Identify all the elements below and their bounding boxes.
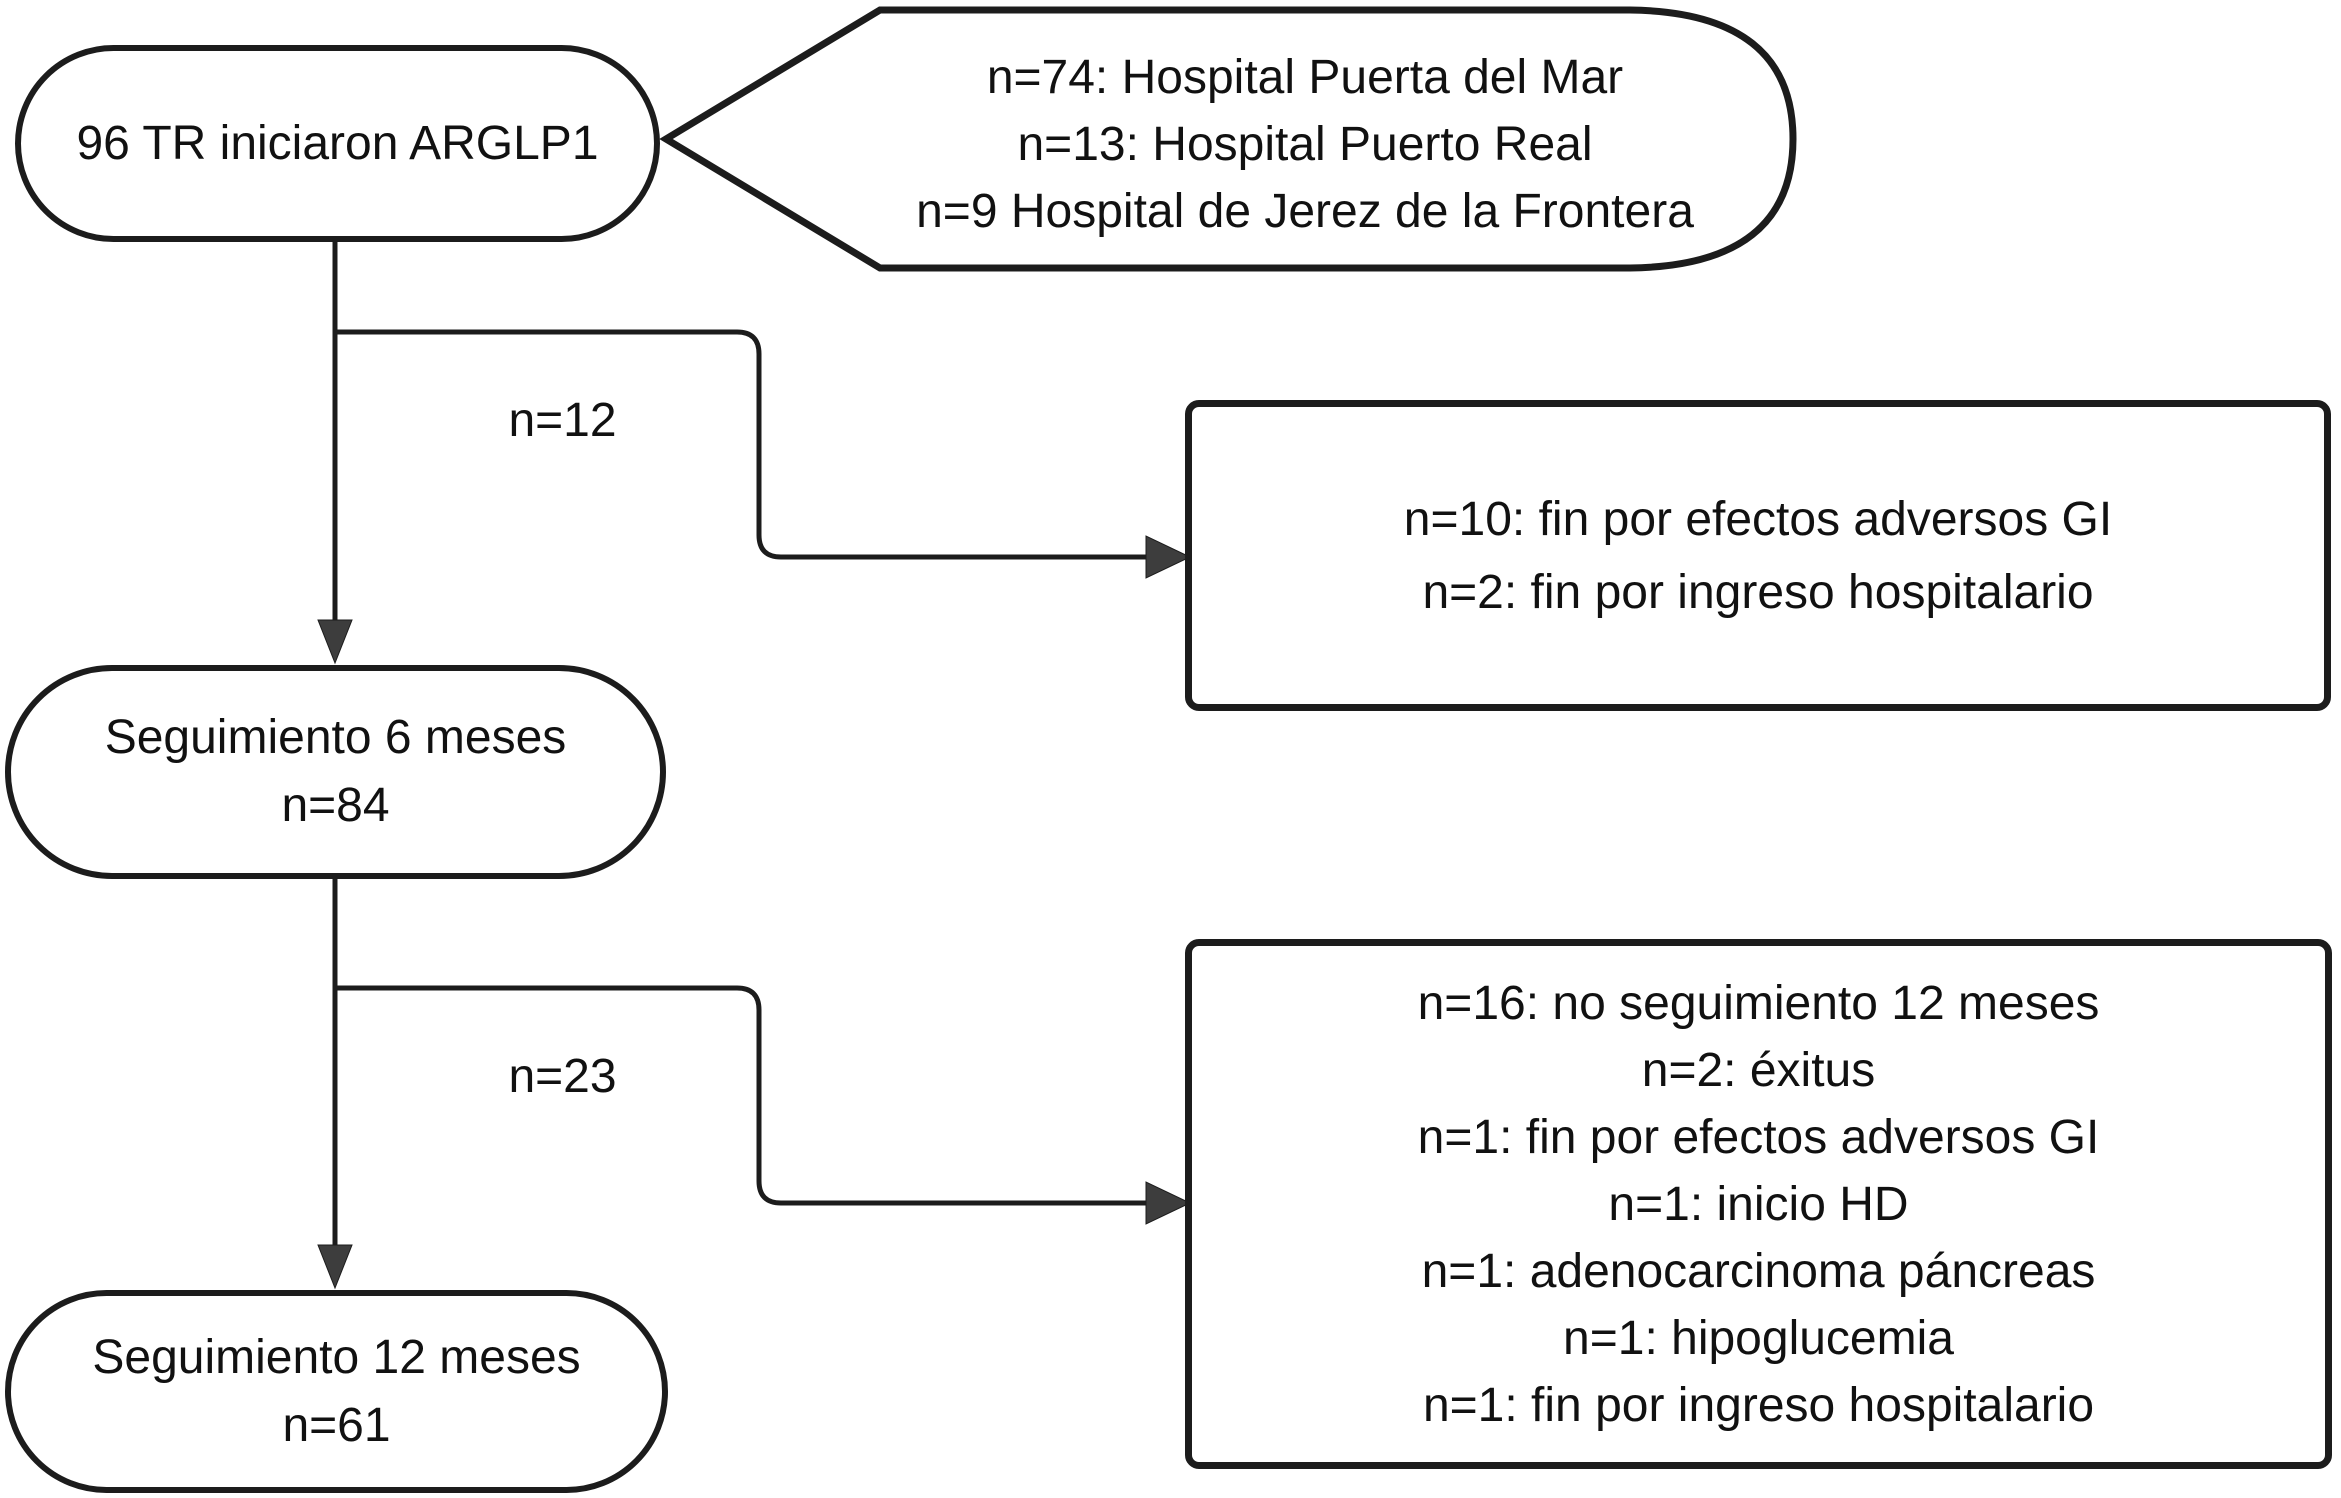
dropout6-line: n=10: fin por efectos adversos GI [1403, 492, 2113, 546]
followup12-line: n=61 [282, 1398, 391, 1452]
dropout12-line: n=2: éxitus [1641, 1043, 1876, 1097]
node-followup-6m: Seguimiento 6 meses n=84 [5, 665, 666, 879]
dropout12-line: n=1: fin por ingreso hospitalario [1422, 1378, 2095, 1432]
edge-label-n23: n=23 [508, 1049, 617, 1103]
node-start: 96 TR iniciaron ARGLP1 [15, 45, 660, 242]
node-followup-12m: Seguimiento 12 meses n=61 [5, 1290, 668, 1493]
dropout12-line: n=1: fin por efectos adversos GI [1417, 1110, 2100, 1164]
dropout12-line: n=1: hipoglucemia [1563, 1311, 1954, 1365]
dropout12-line: n=1: adenocarcinoma páncreas [1421, 1244, 2096, 1298]
dropout12-line: n=1: inicio HD [1608, 1177, 1909, 1231]
followup6-line: Seguimiento 6 meses [104, 711, 567, 764]
callout-line: n=74: Hospital Puerta del Mar [986, 50, 1624, 104]
hospitals-callout-shape [659, 6, 1797, 272]
node-start-label: 96 TR iniciaron ARGLP1 [76, 117, 599, 170]
arrowhead-followup6-icon [317, 619, 353, 665]
edge-branch-dropout12 [335, 985, 1148, 1206]
arrowhead-followup12-icon [317, 1244, 353, 1290]
dropout6-line: n=2: fin por ingreso hospitalario [1422, 565, 2094, 619]
arrowhead-dropout6-icon [1145, 535, 1192, 579]
callout-line: n=13: Hospital Puerto Real [1017, 117, 1593, 171]
followup6-line: n=84 [281, 779, 390, 832]
edge-branch-dropout6 [335, 329, 1148, 560]
node-dropout-6m: n=10: fin por efectos adversos GI n=2: f… [1185, 400, 2331, 711]
node-dropout-12m: n=16: no seguimiento 12 meses n=2: éxitu… [1185, 939, 2332, 1469]
dropout12-line: n=16: no seguimiento 12 meses [1417, 976, 2100, 1030]
hospitals-callout-text: n=74: Hospital Puerta del Mar n=13: Hosp… [840, 18, 1770, 270]
callout-line: n=9 Hospital de Jerez de la Frontera [916, 184, 1694, 238]
edge-label-n12: n=12 [508, 393, 617, 447]
followup12-line: Seguimiento 12 meses [92, 1330, 581, 1384]
arrowhead-dropout12-icon [1145, 1181, 1192, 1225]
